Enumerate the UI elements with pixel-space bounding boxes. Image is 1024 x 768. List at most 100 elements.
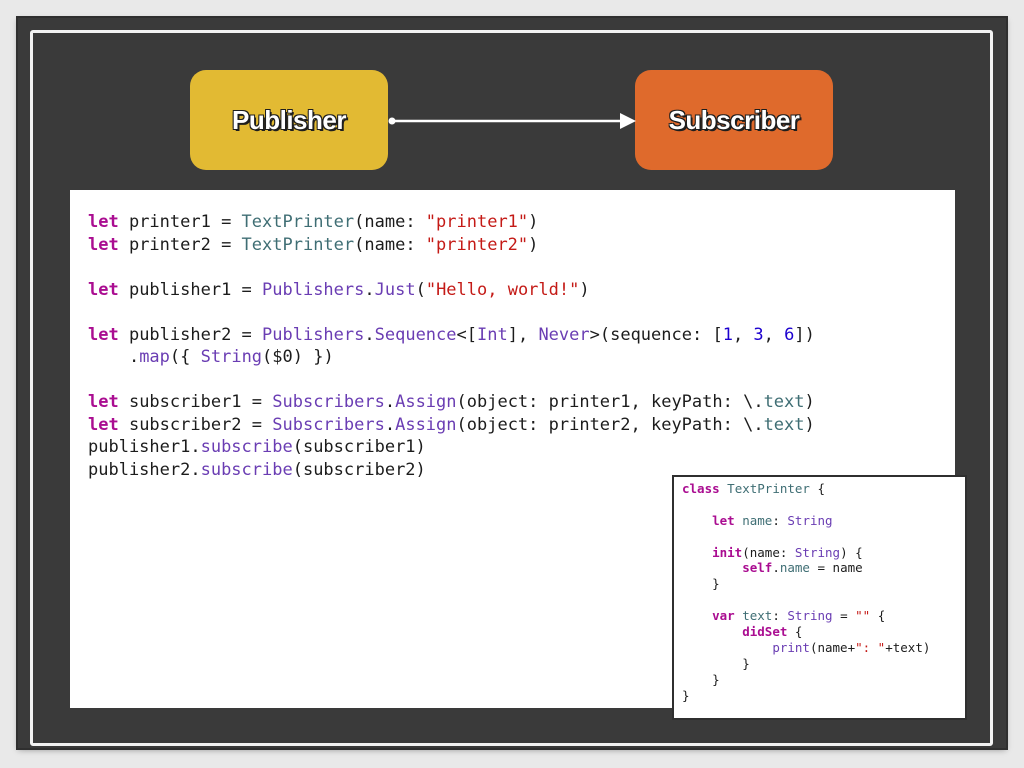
code-token: String [787, 608, 833, 624]
code-token: { [787, 624, 803, 640]
code-token: ) [528, 212, 539, 232]
publisher-label: Publisher [232, 104, 346, 135]
code-token: Subscribers [272, 414, 385, 435]
code-token: self [742, 560, 773, 576]
code-token: ) [804, 414, 815, 435]
code-token: : [772, 512, 788, 528]
class-code-panel: class TextPrinter { let name: String ini… [674, 477, 965, 718]
code-token: Assign [395, 414, 457, 435]
code-line: var text: String = "" { [682, 608, 930, 624]
code-line: } [682, 656, 930, 672]
code-token: print [772, 639, 810, 655]
code-token: didSet [742, 624, 788, 640]
subscriber-node: Subscriber [635, 70, 833, 170]
code-token: var [712, 608, 735, 624]
code-token: . [88, 347, 140, 367]
code-token: name [779, 560, 810, 576]
code-token: 6 [784, 324, 795, 345]
code-token: subscribe [200, 437, 293, 457]
code-line: publisher1.subscribe(subscriber1) [88, 436, 815, 459]
code-token: , [732, 324, 754, 345]
code-token: Never [538, 324, 590, 345]
code-token: printer2 = [118, 234, 242, 255]
code-token: = [832, 608, 856, 624]
code-token: . [772, 560, 780, 576]
code-token: +text) [885, 639, 931, 655]
code-line: publisher2.subscribe(subscriber2) [88, 459, 815, 482]
code-token: } [682, 687, 690, 703]
code-token: publisher2 = [118, 324, 263, 345]
code-line [88, 301, 815, 324]
code-token: Just [374, 279, 416, 300]
code-token: (name: [742, 544, 795, 560]
code-token: (object: printer2, keyPath: \. [456, 414, 764, 435]
code-token: ) [579, 279, 590, 300]
code-token [682, 513, 712, 528]
publisher-node: Publisher [190, 70, 388, 170]
code-token: text [763, 414, 805, 435]
code-token [682, 560, 742, 575]
code-line: let subscriber2 = Subscribers.Assign(obj… [88, 414, 815, 437]
code-token: String [787, 512, 833, 528]
code-token: String [200, 347, 263, 367]
code-token: subscribe [200, 459, 293, 480]
code-token: 3 [753, 324, 764, 345]
code-token: 1 [722, 324, 733, 345]
code-token [682, 608, 712, 623]
arrowhead-icon [620, 113, 636, 129]
code-token: let [88, 392, 119, 412]
code-line: } [682, 688, 930, 704]
code-token: { [809, 481, 826, 496]
code-token: (name: [354, 234, 426, 255]
code-line: let printer2 = TextPrinter(name: "printe… [88, 234, 815, 257]
code-token: let [88, 324, 119, 345]
code-token: TextPrinter [241, 234, 355, 255]
code-line [88, 369, 815, 392]
code-line: let subscriber1 = Subscribers.Assign(obj… [88, 391, 815, 414]
code-token: name [742, 512, 773, 528]
code-token [682, 624, 742, 639]
code-token: let [88, 279, 119, 300]
code-token: text [742, 608, 773, 624]
code-token: ($0) }) [262, 347, 334, 367]
code-token: >(sequence: [ [589, 324, 723, 345]
code-token: TextPrinter [727, 481, 810, 496]
code-token: "printer2" [425, 234, 529, 255]
code-token: let [88, 212, 119, 232]
code-token: ) { [840, 544, 863, 560]
code-token: . [364, 279, 375, 300]
code-token: Publishers [262, 324, 365, 345]
code-line: print(name+": "+text) [682, 640, 930, 656]
code-token: : [772, 608, 788, 624]
code-token: (subscriber1) [292, 437, 426, 457]
code-line: self.name = name [682, 560, 930, 576]
code-token: , [763, 324, 785, 345]
code-token: Int [477, 324, 508, 345]
code-token: (subscriber2) [292, 459, 426, 480]
code-line: .map({ String($0) }) [88, 346, 815, 369]
code-line: init(name: String) { [682, 545, 930, 561]
code-token: ) [804, 392, 815, 412]
code-token: Assign [395, 392, 457, 412]
code-token: { [870, 608, 886, 624]
code-token [682, 640, 772, 655]
code-token: publisher2. [88, 459, 201, 480]
code-token: = name [809, 560, 863, 576]
code-token [682, 545, 712, 560]
code-token: (name: [354, 212, 426, 232]
code-token: TextPrinter [241, 212, 355, 232]
code-token: "" [855, 608, 871, 624]
code-token: . [384, 414, 396, 435]
code-token: printer1 = [118, 212, 242, 232]
code-line [682, 497, 930, 513]
code-line [682, 592, 930, 608]
code-token: <[ [456, 324, 477, 345]
code-line: let publisher1 = Publishers.Just("Hello,… [88, 279, 815, 302]
code-token: Sequence [374, 324, 457, 345]
code-token: ({ [169, 347, 201, 367]
code-line [88, 256, 815, 279]
code-token: "printer1" [425, 212, 529, 232]
code-token: (object: printer1, keyPath: \. [456, 392, 764, 412]
code-token: . [384, 392, 396, 412]
